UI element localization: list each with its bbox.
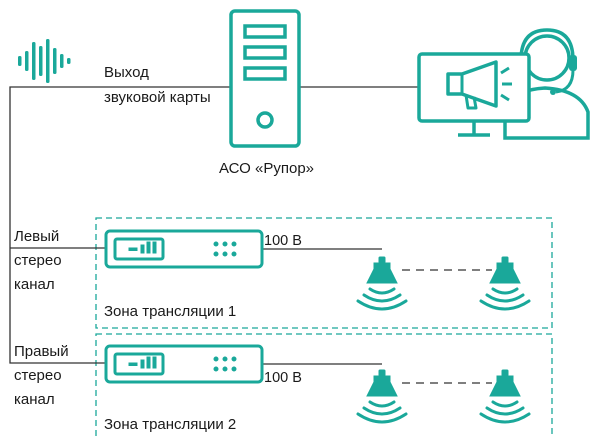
- loudspeaker-icon: [479, 368, 531, 424]
- right-channel-label-line1: Правый: [14, 343, 69, 360]
- left-channel-label-line2: стерео: [14, 252, 62, 269]
- amplifier-icon: [104, 344, 264, 384]
- zone-1-frame: [95, 217, 553, 329]
- right-channel-label-line3: канал: [14, 391, 55, 408]
- amplifier-icon: [104, 229, 264, 269]
- server-label: АСО «Рупор»: [219, 160, 315, 177]
- left-channel-label-line3: канал: [14, 276, 55, 293]
- voltage-label-zone1: 100 В: [264, 233, 302, 249]
- voltage-label-zone2: 100 В: [264, 370, 302, 386]
- operator-megaphone-monitor-icon: [417, 28, 590, 140]
- right-channel-label-line2: стерео: [14, 367, 62, 384]
- output-label-line2: звуковой карты: [104, 89, 211, 106]
- loudspeaker-icon: [356, 368, 408, 424]
- loudspeaker-icon: [356, 255, 408, 311]
- wiring: [9, 86, 492, 384]
- output-label-line1: Выход: [104, 64, 149, 81]
- sound-wave-icon: [18, 39, 71, 83]
- server-tower-icon: [229, 9, 301, 148]
- loudspeaker-icon: [479, 255, 531, 311]
- zone-2-label: Зона трансляции 2: [104, 416, 237, 433]
- zone-1-label: Зона трансляции 1: [104, 303, 237, 320]
- left-channel-label-line1: Левый: [14, 228, 60, 245]
